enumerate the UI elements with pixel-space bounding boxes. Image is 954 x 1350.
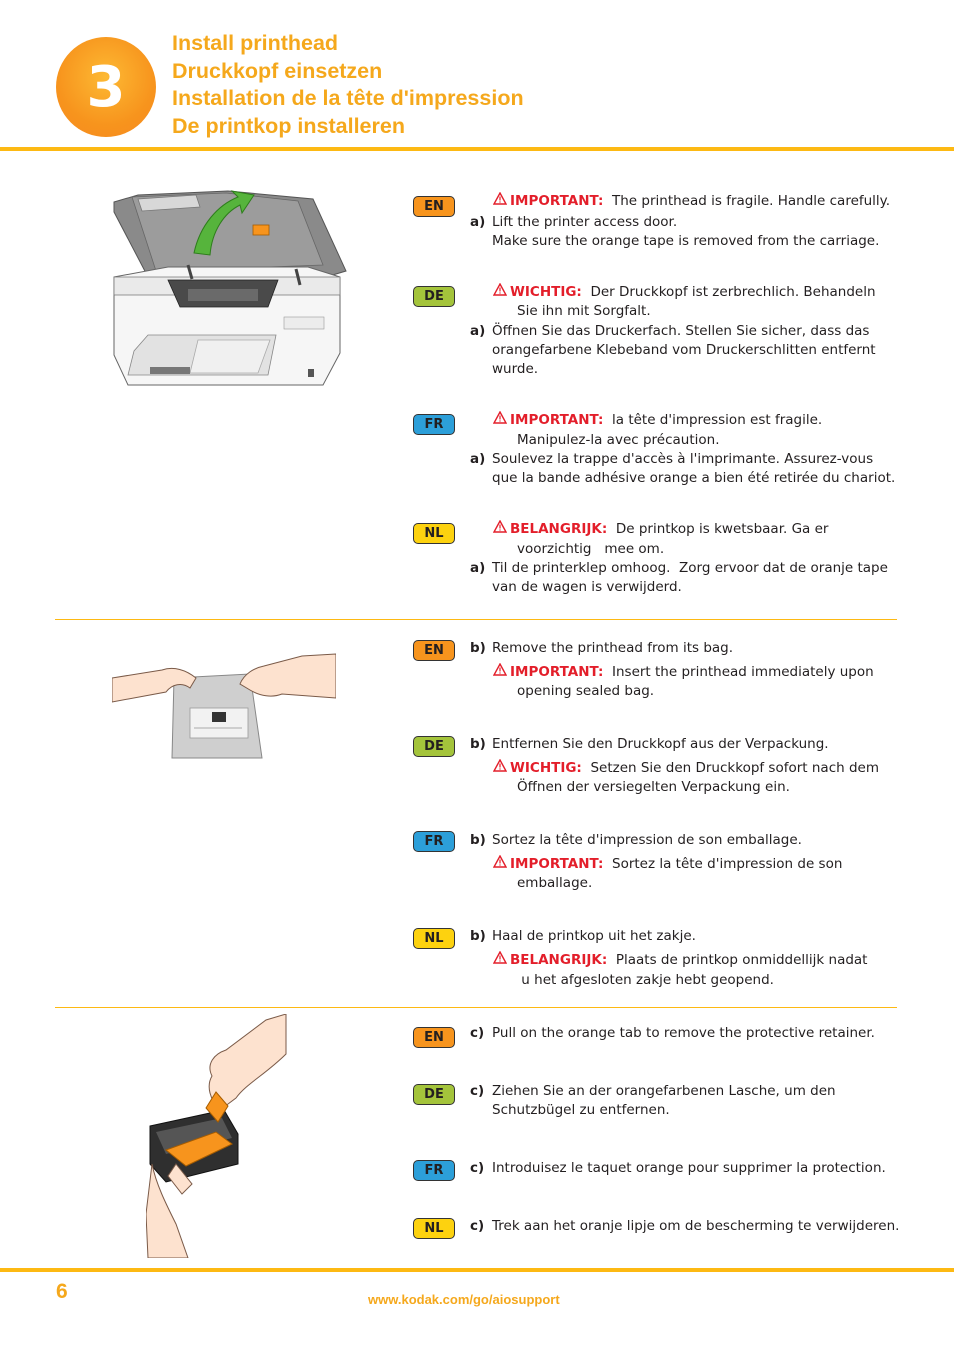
printhead-bag-illustration xyxy=(112,653,336,759)
warning-line: IMPORTANT: Insert the printhead immediat… xyxy=(492,662,874,683)
title-en: Install printhead xyxy=(172,31,339,55)
lang-badge-de: DE xyxy=(413,736,455,757)
warning-label: BELANGRIJK: xyxy=(510,952,608,968)
step-text: Schutzbügel zu entfernen. xyxy=(492,1102,670,1118)
step-text: Remove the printhead from its bag. xyxy=(492,640,734,656)
warning-text: The printhead is fragile. Handle careful… xyxy=(612,193,891,209)
step-letter: a) xyxy=(470,214,486,230)
step-text: Lift the printer access door. xyxy=(492,214,678,230)
warning-text: Setzen Sie den Druckkopf sofort nach dem xyxy=(590,760,879,776)
lang-badge-en: EN xyxy=(413,640,455,661)
page-number: 6 xyxy=(56,1280,68,1303)
warning-label: IMPORTANT: xyxy=(510,412,604,428)
step-text: van de wagen is verwijderd. xyxy=(492,579,682,595)
warning-line: IMPORTANT: The printhead is fragile. Han… xyxy=(492,191,891,212)
warning-label: WICHTIG: xyxy=(510,284,582,300)
step-letter: b) xyxy=(470,832,486,848)
warning-text: emballage. xyxy=(517,875,593,891)
step-number-badge: 3 xyxy=(56,37,156,137)
title-de: Druckkopf einsetzen xyxy=(172,58,383,83)
warning-line: IMPORTANT: la tête d'impression est frag… xyxy=(492,410,823,431)
warning-triangle-icon xyxy=(492,662,510,683)
warning-text: Sie ihn mit Sorgfalt. xyxy=(517,303,651,319)
step-letter: c) xyxy=(470,1218,485,1234)
step-text: Til de printerklep omhoog. Zorg ervoor d… xyxy=(492,560,888,576)
step-number: 3 xyxy=(86,54,126,120)
warning-line: IMPORTANT: Sortez la tête d'impression d… xyxy=(492,854,843,875)
warning-line: WICHTIG: Setzen Sie den Druckkopf sofort… xyxy=(492,758,879,779)
step-text: Entfernen Sie den Druckkopf aus der Verp… xyxy=(492,736,829,752)
warning-text: Insert the printhead immediately upon xyxy=(612,664,874,680)
lang-badge-fr: FR xyxy=(413,414,455,435)
section-divider xyxy=(55,619,897,620)
lang-badge-fr: FR xyxy=(413,831,455,852)
warning-label: IMPORTANT: xyxy=(510,193,604,209)
support-url[interactable]: www.kodak.com/go/aiosupport xyxy=(368,1292,560,1307)
step-text: Introduisez le taquet orange pour suppri… xyxy=(492,1160,886,1176)
warning-text: la tête d'impression est fragile. xyxy=(612,412,823,428)
warning-label: WICHTIG: xyxy=(510,760,582,776)
step-text: Trek aan het oranje lipje om de bescherm… xyxy=(492,1218,900,1234)
step-letter: a) xyxy=(470,560,486,576)
warning-triangle-icon xyxy=(492,519,510,540)
lang-badge-nl: NL xyxy=(413,1218,455,1239)
step-letter: c) xyxy=(470,1160,485,1176)
step-text: Ziehen Sie an der orangefarbenen Lasche,… xyxy=(492,1083,836,1099)
step-text: wurde. xyxy=(492,361,539,377)
warning-text: u het afgesloten zakje hebt geopend. xyxy=(517,972,774,988)
warning-line: BELANGRIJK: De printkop is kwetsbaar. Ga… xyxy=(492,519,829,540)
printhead-retainer-illustration xyxy=(146,1014,287,1258)
lang-badge-de: DE xyxy=(413,286,455,307)
warning-triangle-icon xyxy=(492,950,510,971)
warning-triangle-icon xyxy=(492,282,510,303)
warning-label: IMPORTANT: xyxy=(510,856,604,872)
step-text: Soulevez la trappe d'accès à l'imprimant… xyxy=(492,451,874,467)
lang-badge-fr: FR xyxy=(413,1160,455,1181)
warning-line: WICHTIG: Der Druckkopf ist zerbrechlich.… xyxy=(492,282,876,303)
lang-badge-de: DE xyxy=(413,1084,455,1105)
step-text: Haal de printkop uit het zakje. xyxy=(492,928,696,944)
lang-badge-en: EN xyxy=(413,196,455,217)
step-letter: b) xyxy=(470,736,486,752)
title-fr: Installation de la tête d'impression xyxy=(172,86,524,110)
footer-rule xyxy=(0,1268,954,1272)
title-nl: De printkop installeren xyxy=(172,113,405,138)
warning-text: De printkop is kwetsbaar. Ga er xyxy=(615,521,829,537)
warning-text: Plaats de printkop onmiddellijk nadat xyxy=(615,952,868,968)
warning-triangle-icon xyxy=(492,758,510,779)
step-text: Pull on the orange tab to remove the pro… xyxy=(492,1025,875,1041)
step-text: orangefarbene Klebeband vom Druckerschli… xyxy=(492,342,876,358)
lang-badge-nl: NL xyxy=(413,523,455,544)
step-titles: Install printhead Druckkopf einsetzen In… xyxy=(172,30,524,140)
step-letter: a) xyxy=(470,323,486,339)
section-divider xyxy=(55,1007,897,1008)
step-text: Sortez la tête d'impression de son embal… xyxy=(492,832,802,848)
step-text: Öffnen Sie das Druckerfach. Stellen Sie … xyxy=(492,323,870,339)
warning-text: opening sealed bag. xyxy=(517,683,655,699)
lang-badge-en: EN xyxy=(413,1027,455,1048)
warning-triangle-icon xyxy=(492,191,510,212)
warning-triangle-icon xyxy=(492,410,510,431)
warning-line: BELANGRIJK: Plaats de printkop onmiddell… xyxy=(492,950,868,971)
printer-open-illustration xyxy=(113,190,347,386)
warning-label: BELANGRIJK: xyxy=(510,521,608,537)
step-letter: c) xyxy=(470,1083,485,1099)
step-letter: a) xyxy=(470,451,486,467)
warning-label: IMPORTANT: xyxy=(510,664,604,680)
step-letter: b) xyxy=(470,640,486,656)
step-text: que la bande adhésive orange a bien été … xyxy=(492,470,896,486)
step-letter: c) xyxy=(470,1025,485,1041)
step-text: Make sure the orange tape is removed fro… xyxy=(492,233,880,249)
warning-text: Manipulez-la avec précaution. xyxy=(517,432,720,448)
warning-text: voorzichtig mee om. xyxy=(517,541,665,557)
header-rule xyxy=(0,147,954,151)
warning-triangle-icon xyxy=(492,854,510,875)
lang-badge-nl: NL xyxy=(413,928,455,949)
warning-text: Der Druckkopf ist zerbrechlich. Behandel… xyxy=(590,284,876,300)
warning-text: Sortez la tête d'impression de son xyxy=(612,856,843,872)
warning-text: Öffnen der versiegelten Verpackung ein. xyxy=(517,779,790,795)
step-letter: b) xyxy=(470,928,486,944)
